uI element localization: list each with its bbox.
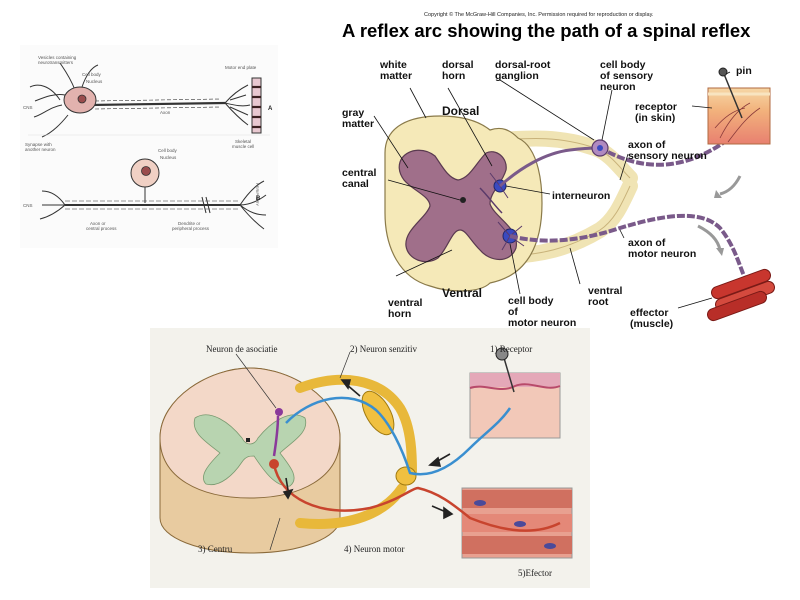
romanian-reflex-drawing: [159, 347, 573, 559]
reflex-arc-title: A reflex arc showing the path of a spina…: [342, 20, 751, 41]
dendrite-or-label: Dendrite or: [178, 221, 201, 226]
ventral-label: Ventral: [442, 286, 483, 300]
interneuron-label: interneuron: [552, 190, 611, 202]
neuron-a-cell-body-label: Cell body: [82, 72, 101, 77]
periphery-label: PERIPHERY: [255, 183, 260, 207]
romanian-reflex-figure: Neuron de asociatie 2) Neuron senzitiv 1…: [150, 328, 590, 588]
central-process-label: central process: [86, 226, 117, 231]
receptor-label: receptor(in skin): [635, 101, 678, 124]
muscle-cell-label: muscle cell: [232, 144, 255, 149]
neuron-b-cell-body-label: Cell body: [158, 148, 177, 153]
axon-or-label: Axon or: [90, 221, 106, 226]
neuron-a-cns-label: CNS: [23, 105, 33, 110]
neuron-types-figure: Vesicles containing neurotransmitters Ce…: [20, 45, 278, 248]
reflex-arc-drawing: [373, 67, 775, 322]
motor-neuron-path: [272, 463, 561, 532]
neuron-types-drawing: [28, 62, 270, 230]
skin-receptor-block: [469, 372, 561, 439]
receptor-skin: [707, 87, 771, 145]
center-step-label: 3) Centru: [198, 544, 233, 554]
skeletal-muscle-cell: [251, 77, 262, 134]
peripheral-process-label: peripheral process: [172, 226, 210, 231]
neurotransmitters-label: neurotransmitters: [38, 60, 74, 65]
gray-matter-shape: [398, 149, 517, 263]
figure-b-letter: B: [256, 196, 261, 202]
effector-step-label: 5)Efector: [518, 568, 552, 578]
axon-label: Axon: [160, 110, 171, 115]
effector-label: effector(muscle): [630, 307, 674, 330]
pin-label: pin: [736, 65, 752, 77]
skeletal-label: Skeletal: [235, 139, 252, 144]
muscle-effector-block: [461, 487, 573, 559]
copyright-notice: Copyright © The McGraw-Hill Companies, I…: [424, 12, 654, 18]
receptor-step-label: 1) Receptor: [490, 344, 533, 354]
vesicles-label: Vesicles containing: [38, 55, 77, 60]
spinal-cord-section: [159, 367, 341, 499]
motor-neuron-label: 4) Neuron motor: [344, 544, 405, 554]
figure-a-letter: A: [268, 106, 273, 112]
motor-end-plate-label: Motor end plate: [225, 65, 257, 70]
neuron-b-nucleus-label: Nucleus: [160, 155, 177, 160]
reflex-arc-figure: Copyright © The McGraw-Hill Companies, I…: [330, 8, 795, 338]
another-neuron-label: another neuron: [25, 147, 56, 152]
association-neuron-body: [275, 408, 283, 416]
pin: [723, 73, 743, 119]
effector-muscle: [707, 268, 775, 322]
neuron-a-nucleus-label: Nucleus: [86, 79, 103, 84]
neuron-b-cns-label: CNS: [23, 203, 33, 208]
sensory-neuron-path: [285, 396, 512, 476]
association-neuron-label: Neuron de asociatie: [206, 344, 278, 354]
synapse-label: Synapse with: [25, 142, 52, 147]
dorsal-label: Dorsal: [442, 104, 480, 118]
motor-axon: [509, 213, 747, 279]
sensory-neuron-label: 2) Neuron senzitiv: [350, 344, 417, 354]
